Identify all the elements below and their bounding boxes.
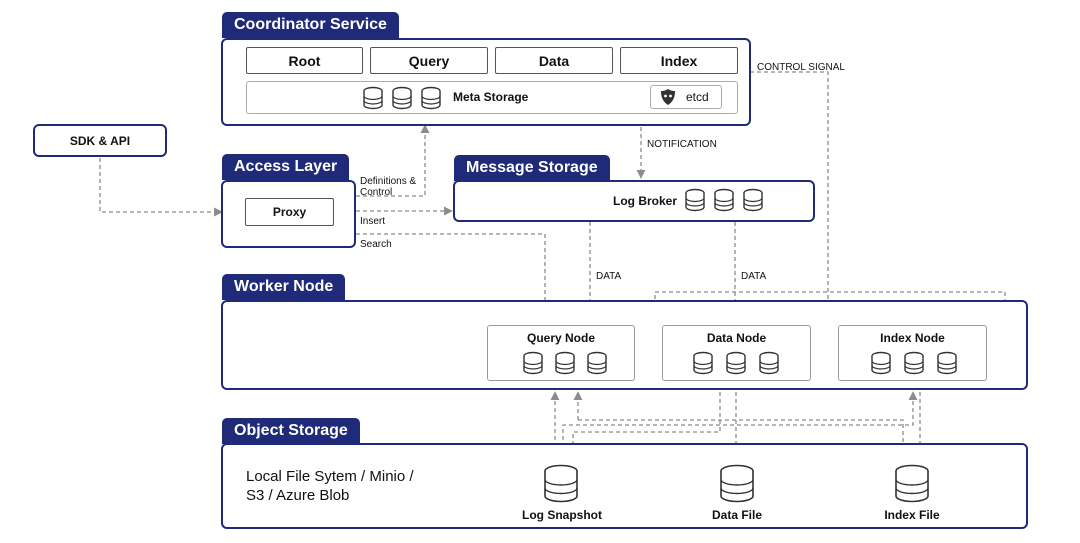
database-icon xyxy=(363,86,383,110)
sdk-to-proxy-connector xyxy=(99,158,223,217)
message-storage-title-tab: Message Storage xyxy=(454,155,610,181)
database-icon xyxy=(759,351,779,375)
database-icon xyxy=(871,351,891,375)
etcd-label: etcd xyxy=(686,90,709,104)
log-broker-label: Log Broker xyxy=(613,194,678,208)
data-label-left: DATA xyxy=(596,271,622,282)
sdk-api-box: SDK & API xyxy=(33,124,167,157)
database-icon xyxy=(714,188,734,212)
query-node-label: Query Node xyxy=(526,331,595,345)
database-icon xyxy=(726,351,746,375)
database-icon xyxy=(523,351,543,375)
database-icon xyxy=(392,86,412,110)
definitions-control-label-line1: Definitions & xyxy=(360,176,417,187)
coordinator-index-cell: Index xyxy=(620,47,738,74)
insert-label: Insert xyxy=(360,216,386,227)
sdk-api-label: SDK & API xyxy=(69,133,131,148)
worker-node-title-tab: Worker Node xyxy=(222,274,346,300)
data-label-right: DATA xyxy=(741,271,767,282)
database-icon xyxy=(904,351,924,375)
database-icon xyxy=(693,351,713,375)
coordinator-root-cell: Root xyxy=(246,47,363,74)
etcd-icon xyxy=(661,89,675,105)
data-node-label: Data Node xyxy=(706,331,767,345)
database-icon xyxy=(743,188,763,212)
database-icon xyxy=(895,464,929,503)
object-storage-description-line2: S3 / Azure Blob xyxy=(246,487,350,504)
access-layer-title-tab: Access Layer xyxy=(222,154,350,180)
coordinator-title-tab: Coordinator Service xyxy=(222,12,399,38)
database-icon xyxy=(720,464,754,503)
notification-label: NOTIFICATION xyxy=(647,139,717,150)
database-icon xyxy=(544,464,578,503)
object-storage-title-tab: Object Storage xyxy=(222,418,360,444)
database-icon xyxy=(685,188,705,212)
object-storage-panel xyxy=(221,443,1028,529)
database-icon xyxy=(587,351,607,375)
definitions-control-label-line2: Control xyxy=(360,187,393,198)
control-signal-label: CONTROL SIGNAL xyxy=(757,62,845,73)
proxy-box: Proxy xyxy=(245,198,334,226)
database-icon xyxy=(937,351,957,375)
index-file-label: Index File xyxy=(884,508,940,522)
index-node-label: Index Node xyxy=(880,331,945,345)
coordinator-query-cell: Query xyxy=(370,47,488,74)
log-snapshot-label: Log Snapshot xyxy=(522,508,602,522)
database-icon xyxy=(555,351,575,375)
data-file-label: Data File xyxy=(711,508,762,522)
meta-storage-label: Meta Storage xyxy=(453,90,529,104)
search-label: Search xyxy=(360,239,392,250)
coordinator-data-cell: Data xyxy=(495,47,613,74)
object-storage-description-line1: Local File Sytem / Minio / xyxy=(246,468,414,485)
database-icon xyxy=(421,86,441,110)
